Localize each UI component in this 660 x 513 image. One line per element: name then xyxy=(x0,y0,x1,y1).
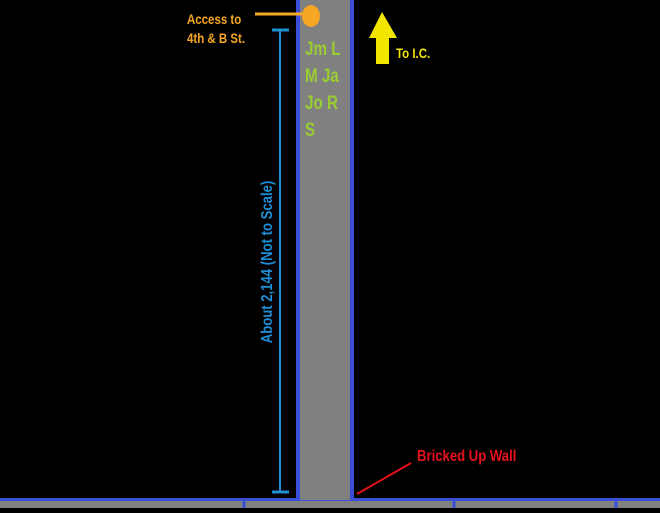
up-arrow-icon xyxy=(369,12,397,64)
name-entry: M Ja xyxy=(305,66,339,87)
names-list: Jm L M Ja Jo R S xyxy=(305,36,351,144)
name-entry: Jm L xyxy=(305,39,341,60)
to-ic-label: To I.C. xyxy=(396,45,431,61)
name-entry: Jo R xyxy=(305,93,338,114)
bricked-wall-pointer xyxy=(356,462,412,495)
access-label-line-1: Access to xyxy=(187,11,242,27)
vertical-tunnel xyxy=(299,0,351,500)
bricked-wall-label: Bricked Up Wall xyxy=(417,448,517,465)
access-point-marker xyxy=(302,5,320,27)
access-label: Access to 4th & B St. xyxy=(187,10,245,48)
access-label-line-2: 4th & B St. xyxy=(187,30,246,46)
name-entry: S xyxy=(305,120,316,141)
distance-label: About 2,144 (Not to Scale) xyxy=(259,180,276,344)
